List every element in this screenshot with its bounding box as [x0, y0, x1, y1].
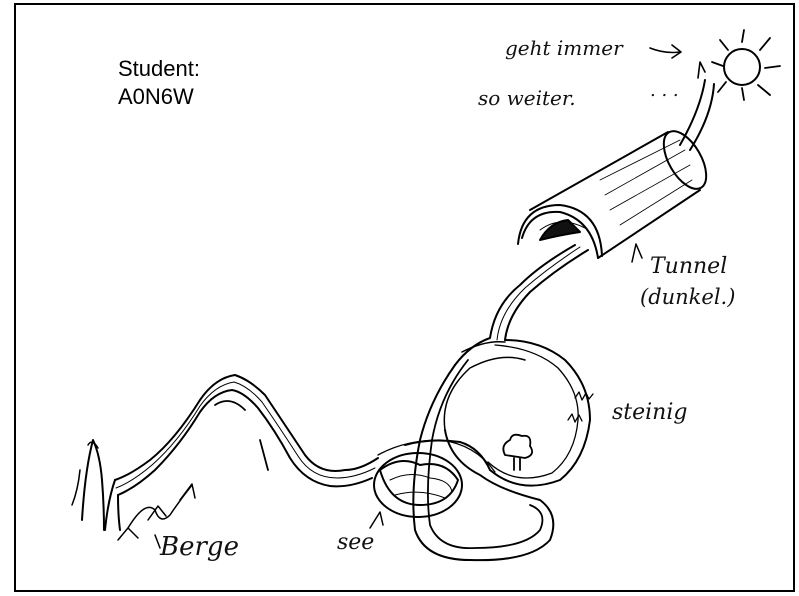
- tunnel: [518, 124, 715, 258]
- arrow-icon: [650, 45, 705, 78]
- annotation-lake: see: [337, 530, 374, 555]
- sun-icon: [712, 30, 780, 100]
- annotation-continues-line1: geht immer: [505, 36, 623, 60]
- annotation-dots: . . .: [650, 80, 679, 101]
- lake: [374, 440, 495, 517]
- annotation-tunnel-note: (dunkel.): [640, 285, 735, 309]
- annotation-tunnel: Tunnel: [650, 254, 727, 279]
- annotation-mountains: Berge: [160, 532, 239, 562]
- annotation-rocky: steinig: [612, 400, 687, 425]
- tree-icon: [503, 435, 532, 470]
- annotation-continues-line2: so weiter.: [478, 86, 576, 110]
